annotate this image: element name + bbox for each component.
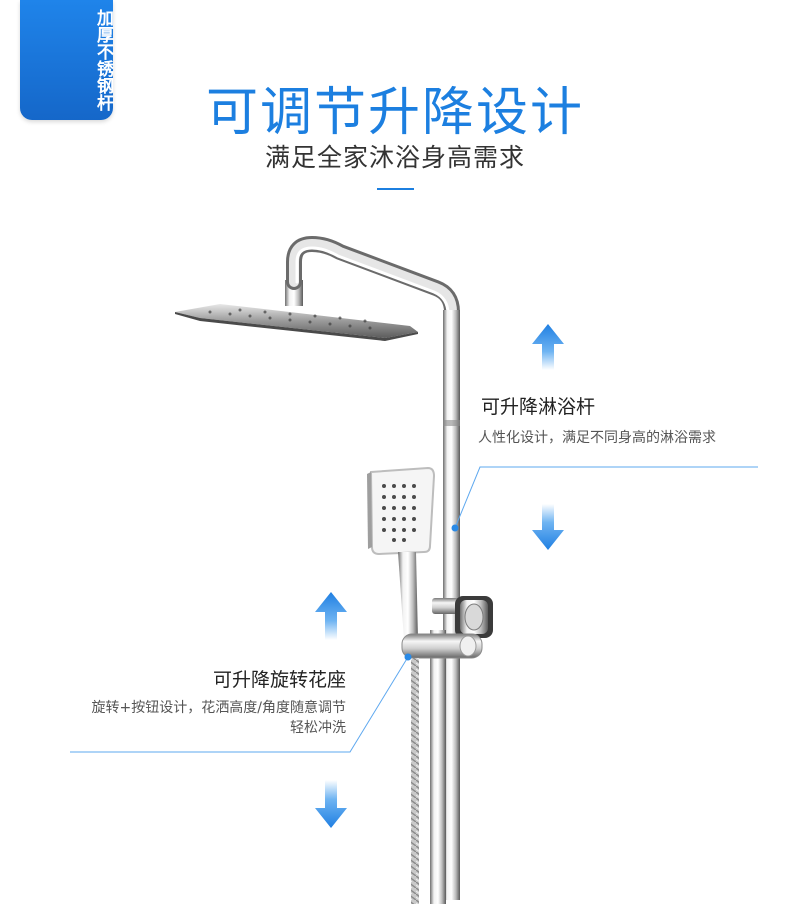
rod-feature-description: 人性化设计，满足不同身高的淋浴需求 [478, 430, 716, 446]
rod-feature-title: 可升降淋浴杆 [481, 396, 596, 418]
arrow-up-icon [315, 592, 347, 640]
arrow-down-icon [532, 504, 564, 550]
page-title: 可调节升降设计 [205, 83, 584, 143]
page-subtitle: 满足全家沐浴身高需求 [264, 143, 525, 172]
callout-lines [70, 466, 758, 753]
seat-feature-title: 可升降旋转花座 [212, 669, 346, 691]
seat-feature-description: 旋转+按钮设计，花洒高度/角度随意调节 轻松冲洗 [92, 698, 346, 738]
lower-rod [430, 630, 446, 904]
shower-hose [411, 658, 419, 904]
arrow-up-icon [532, 324, 564, 370]
title-divider [377, 188, 414, 190]
handheld-shower [367, 466, 436, 640]
seat-feature-description-line2: 轻松冲洗 [290, 720, 346, 736]
badge-label: 加厚不锈钢杆 [93, 9, 113, 111]
wall-bracket [432, 596, 493, 638]
rotating-seat [401, 633, 483, 659]
seat-feature-description-line1: 旋转+按钮设计，花洒高度/角度随意调节 [91, 700, 346, 716]
arrow-down-icon [315, 780, 347, 828]
thick-steel-rod-badge: 加厚不锈钢杆 [20, 0, 113, 120]
shower-arm [286, 235, 460, 478]
